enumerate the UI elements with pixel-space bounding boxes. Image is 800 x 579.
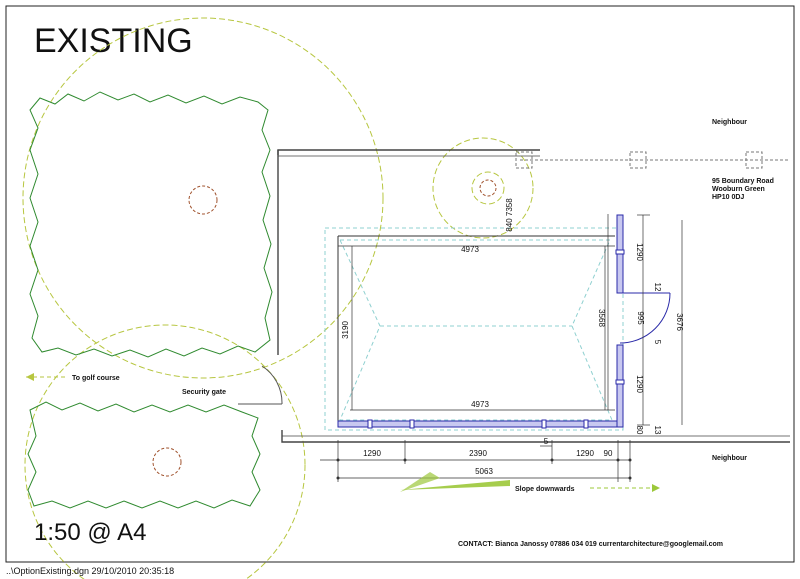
golf-arrow [26,373,66,381]
slope-label: Slope downwards [515,486,575,493]
hedge-lower [27,401,261,509]
neighbour-label-top: Neighbour [712,119,747,126]
dim-top-width: 4973 [461,245,479,254]
dim-door-width: 995 [636,311,645,325]
hedge-upper [29,91,273,358]
glazed-walls [337,214,624,428]
fence-post [515,151,533,169]
drawing-title: EXISTING [34,22,193,60]
tree-canopies [22,17,534,579]
dim-right-lower: 1290 [635,375,644,393]
tree-canopy-large [22,17,384,379]
neighbour-label-bottom: Neighbour [712,455,747,462]
dim-overall: 5063 [475,467,493,476]
contact-line: CONTACT: Bianca Janossy 07886 034 019 cu… [458,541,723,548]
tree-trunks [152,179,497,477]
tree-canopy-small [432,137,534,239]
footer-file: ..\OptionExisting.dgn 29/10/2010 20:35:1… [6,566,174,576]
glazed-wall-south [337,420,623,428]
address-line-1: 95 Boundary Road [712,178,774,185]
dim-bottom-offset-b: 13 [653,426,662,435]
dim-left-height: 3190 [341,321,350,339]
door-swing [619,292,671,344]
dim-bottom-offset-a: 80 [635,426,644,435]
roof-hip [339,239,613,421]
fence-line [515,151,790,169]
dim-inner-width: 4973 [471,400,489,409]
dim-door-bottom: 5 [653,340,662,345]
mullions [367,249,625,429]
building-walls [337,235,615,426]
tree-canopy-lower [24,324,306,579]
scale-label: 1:50 @ A4 [34,519,146,546]
roof-outer [324,227,624,431]
tree-trunk [152,447,182,477]
slope-arrow [400,472,660,492]
dim-door-top: 12 [653,283,662,292]
boundary-wall-north [277,149,540,355]
boundary-wall-south [281,430,790,443]
dim-inner-height: 3568 [597,309,606,327]
dim-right-total: 3676 [675,313,684,331]
tree-trunk [188,185,218,215]
dim-seg-4: 90 [604,449,613,458]
address-line-3: HP10 0DJ [712,194,744,201]
security-gate [238,365,283,405]
dim-seg-3: 1290 [576,449,594,458]
tree-inner-ring [471,171,505,205]
dim-seg-small: 5 [544,437,549,446]
fence-post [629,151,647,169]
sheet-border [5,5,795,563]
dim-right-upper: 1290 [635,243,644,261]
tree-trunk [479,179,497,197]
glazed-wall-east-lower [616,344,624,428]
security-gate-label: Security gate [182,389,226,396]
address-line-2: Wooburn Green [712,186,765,193]
dim-seg-1: 1290 [363,449,381,458]
tree-note: 840 7358 [505,198,514,232]
dim-seg-2: 2390 [469,449,487,458]
boundary-walls [277,149,790,443]
roof-outline [324,227,624,431]
dimension-ticks [336,458,632,480]
golf-course-label: To golf course [72,375,120,382]
fence-post [745,151,763,169]
